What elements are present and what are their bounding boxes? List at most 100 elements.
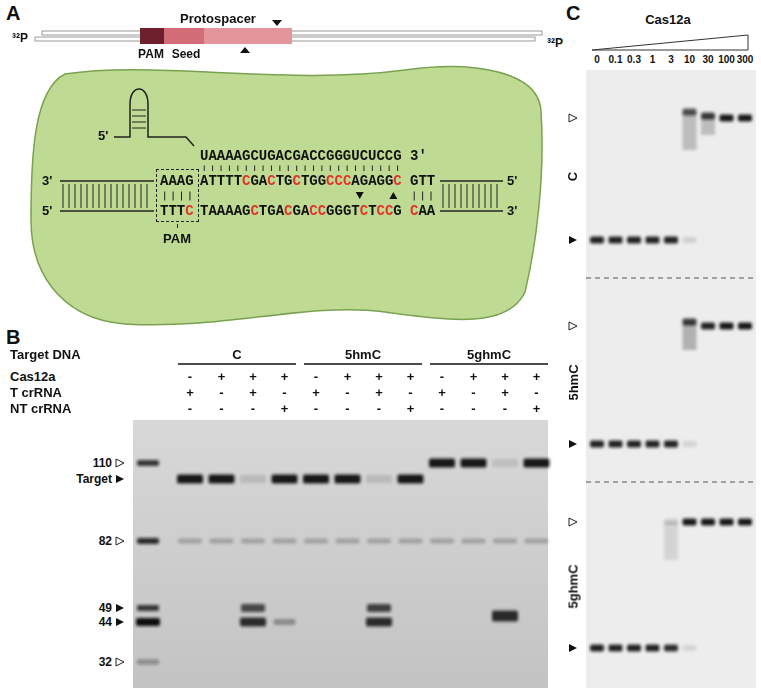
size-marker-arrow — [116, 618, 124, 626]
lane-sign: + — [470, 369, 478, 384]
lane-sign: + — [375, 385, 383, 400]
substrate-label: 5ghmC — [566, 564, 581, 608]
gel-band — [492, 611, 518, 622]
lane-sign: - — [282, 385, 286, 400]
gel-band — [590, 645, 604, 652]
concentration: 0.1 — [609, 54, 623, 66]
gel-band — [683, 237, 697, 243]
lane-sign: + — [281, 401, 289, 416]
substrate-label: C — [565, 171, 580, 180]
sequence-letter: C — [343, 173, 351, 189]
gel-band — [609, 645, 623, 652]
gel-band — [524, 459, 550, 468]
sequence-letter: G — [242, 203, 250, 219]
base-pair-tick — [263, 166, 264, 172]
lane-sign: + — [249, 369, 257, 384]
sequence-letter: A — [208, 203, 216, 219]
gel-band — [273, 539, 297, 544]
base-pair-tick — [296, 166, 297, 172]
group-header: 5ghmC — [467, 347, 511, 362]
gel-band — [738, 323, 752, 330]
sequence-letter: A — [301, 203, 309, 219]
sequence-letter: G — [267, 203, 275, 219]
base-pair-tick — [221, 166, 222, 172]
sequence-letter: T — [217, 173, 225, 189]
base-pair-tick — [455, 184, 456, 208]
sequence-letter: G — [326, 203, 334, 219]
base-pair-tick — [99, 184, 100, 208]
lane-sign: - — [471, 385, 475, 400]
base-pair-tick — [254, 166, 255, 172]
base-pair-tick — [305, 166, 306, 172]
gel-band — [492, 459, 518, 467]
panel-letter: C — [566, 2, 580, 24]
base-pair-tick — [63, 184, 64, 208]
sequence-letter: T — [259, 203, 267, 219]
gel-band — [720, 323, 734, 330]
sequence-letter: A — [276, 203, 284, 219]
concentration: 300 — [737, 54, 754, 66]
lane-sign: + — [533, 369, 541, 384]
lane-sign: + — [407, 401, 415, 416]
base-pair-tick — [288, 166, 289, 172]
gel-band — [664, 237, 678, 244]
flank-sequence: CAA — [410, 203, 435, 219]
dna-duplex — [60, 210, 154, 212]
gel-smear — [683, 112, 697, 150]
gel-band — [627, 237, 641, 244]
free-band-arrow — [569, 440, 577, 448]
size-marker-arrow — [116, 475, 124, 483]
sequence-letter: C — [267, 173, 275, 189]
gel-band — [701, 323, 715, 330]
dna-duplex — [440, 210, 503, 212]
base-pair-tick — [422, 192, 423, 201]
sequence-letter: T — [200, 203, 208, 219]
gel-band — [590, 237, 604, 244]
gel-band — [609, 237, 623, 244]
base-pair-tick — [380, 166, 381, 172]
sequence-letter: C — [393, 173, 401, 189]
gel-band — [738, 519, 752, 526]
sequence-letter: A — [234, 203, 242, 219]
base-pair-tick — [181, 192, 182, 201]
gel-band — [335, 475, 361, 484]
sequence-letter: A — [368, 173, 376, 189]
region-label: PAM — [138, 47, 164, 61]
base-pair-tick — [372, 166, 373, 172]
concentration: 0 — [594, 54, 600, 66]
concentration: 100 — [718, 54, 735, 66]
cut-site-marker — [272, 20, 282, 26]
base-pair-tick — [75, 184, 76, 208]
gel-band — [646, 645, 660, 652]
gel-band — [210, 539, 234, 544]
bound-band-arrow — [569, 518, 577, 526]
flank-sequence: GTT — [410, 173, 435, 189]
gel-band — [462, 539, 486, 544]
sequence-letter: C — [318, 203, 326, 219]
lane-sign: - — [219, 385, 223, 400]
base-pair-tick — [132, 122, 146, 123]
gel-band — [720, 115, 734, 122]
sequence-letter: C — [335, 173, 343, 189]
pam-region — [140, 28, 164, 44]
lane-sign: + — [312, 385, 320, 400]
sequence-letter: G — [385, 173, 393, 189]
pam-sequence: AAAG — [160, 173, 194, 189]
cut-site-marker — [356, 192, 364, 199]
sequence-letter: C — [377, 203, 385, 219]
sequence-letter: T — [177, 203, 185, 219]
sequence-letter: T — [168, 203, 176, 219]
sequence-letter: A — [418, 203, 426, 219]
bound-band-arrow — [569, 322, 577, 330]
sequence-letter: A — [200, 173, 208, 189]
sequence-letter: G — [377, 173, 385, 189]
sequence-letter: T — [208, 173, 216, 189]
base-pair-tick — [497, 184, 498, 208]
base-pair-tick — [397, 166, 398, 172]
free-band-arrow — [569, 236, 577, 244]
base-pair-tick — [363, 166, 364, 172]
sequence-letter: A — [225, 203, 233, 219]
size-marker: 44 — [99, 615, 112, 629]
lane-sign: - — [503, 401, 507, 416]
sequence-letter: A — [259, 173, 267, 189]
